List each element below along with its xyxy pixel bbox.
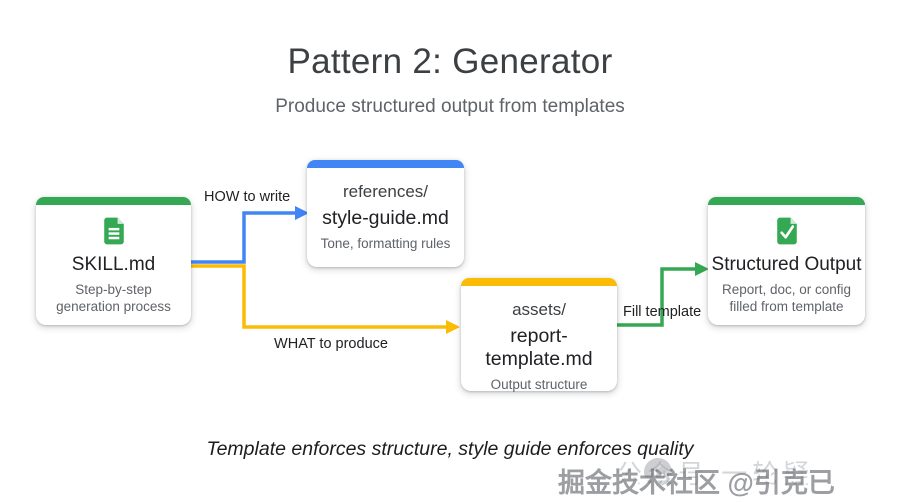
watermark-ghost-text: 公众号 一轮疑: [616, 459, 815, 489]
what-edge-label: WHAT to produce: [274, 336, 388, 352]
report-template-desc: Output structure: [490, 377, 588, 392]
style-guide-accent-bar: [307, 160, 464, 168]
fill-edge-arrowhead: [695, 262, 709, 276]
what-edge-line: [191, 264, 447, 329]
skill-md-card: SKILL.md Step-by-step generation process: [36, 197, 191, 325]
page-subtitle: Produce structured output from templates: [275, 96, 625, 117]
document-lines-icon: [36, 215, 191, 249]
page-title: Pattern 2: Generator: [287, 42, 613, 81]
style-guide-card: references/ style-guide.md Tone, formatt…: [307, 160, 464, 267]
style-guide-filename: style-guide.md: [322, 207, 449, 229]
caption-text: Template enforces structure, style guide…: [206, 438, 694, 460]
structured-output-desc: Report, doc, or config filled from templ…: [721, 282, 852, 315]
fill-edge-label: Fill template: [623, 304, 702, 320]
skill-accent-bar: [36, 197, 191, 205]
watermark: 公众号 一轮疑 掘金技术社区 @引克已: [558, 454, 888, 498]
report-template-accent-bar: [461, 278, 617, 286]
report-template-dir: assets/: [512, 300, 566, 319]
structured-output-card: Structured Output Report, doc, or config…: [708, 197, 865, 325]
style-guide-dir: references/: [342, 182, 429, 201]
report-template-filename: report-template.md: [485, 325, 593, 370]
what-edge-arrowhead: [446, 320, 460, 334]
style-guide-desc: Tone, formatting rules: [320, 236, 451, 251]
structured-output-accent-bar: [708, 197, 865, 205]
how-edge-line: [191, 211, 296, 264]
watermark-primary-text: 掘金技术社区 @引克已: [558, 468, 835, 498]
how-edge-label: HOW to write: [204, 189, 291, 205]
skill-card-title: SKILL.md: [71, 254, 156, 275]
watermark-avatar-icon: [644, 458, 672, 486]
document-check-icon: [708, 215, 865, 249]
structured-output-title: Structured Output: [711, 254, 862, 275]
report-template-card: assets/ report-template.md Output struct…: [461, 278, 617, 392]
skill-card-desc: Step-by-step generation process: [56, 282, 171, 315]
